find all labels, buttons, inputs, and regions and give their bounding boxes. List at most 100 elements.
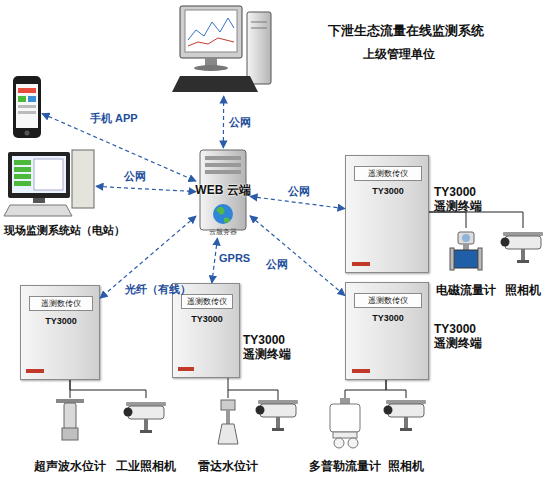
device-plate: 遥测数传仪 [29, 296, 93, 311]
signal-wire [429, 212, 466, 228]
edge-label: 公网 [266, 258, 288, 271]
app-bar [18, 88, 36, 93]
signal-wire [70, 380, 146, 398]
radar-node: 雷达水位计 [196, 398, 260, 478]
flowmeter-illustration [450, 232, 482, 270]
app-icon [18, 96, 26, 102]
station-pc: 现场监测系统站（电站） [4, 150, 96, 218]
maker-logo [178, 367, 194, 371]
edge-label: 公网 [229, 116, 251, 129]
terminal-label: TY3000 遥测终端 [243, 334, 299, 362]
unit-label: 上级管理单位 [363, 48, 473, 62]
maker-logo [352, 262, 370, 266]
sensor-label: 照相机 [492, 284, 554, 298]
radar-rod [226, 410, 230, 424]
pc-illustration [172, 6, 271, 92]
telemetry-terminal: 遥测数传仪TY3000TY3000 遥测终端 [345, 282, 429, 380]
probe-cable [340, 398, 350, 404]
doppler-illustration [330, 398, 360, 448]
network-link [223, 96, 225, 148]
screen-chart [188, 38, 234, 46]
telemetry-terminal: 遥测数传仪TY3000TY3000 遥测终端 [172, 283, 240, 378]
network-link [96, 186, 196, 191]
model-number: TY3000 [346, 313, 430, 323]
sensor-body [64, 403, 76, 429]
sensor-label: 多普勒流量计 [302, 460, 388, 474]
monitor-stand [205, 58, 217, 66]
monitor-frame [180, 6, 242, 58]
sensor-bracket [56, 399, 84, 403]
globe [213, 204, 233, 224]
sensor-probe [62, 428, 78, 440]
cloud-server: WEB 云端云服务器 [196, 148, 250, 238]
camera-node: 照相机 [384, 398, 428, 478]
phone-illustration [13, 76, 41, 138]
device-plate: 遥测数传仪 [354, 166, 422, 181]
doppler-node: 多普勒流量计 [306, 398, 384, 478]
diagram-title: 下泄生态流量在线监测系统 [328, 24, 528, 38]
model-number: TY3000 [21, 316, 101, 326]
probe-body [330, 404, 360, 432]
app-label: 手机 APP [90, 112, 162, 125]
globe-land [224, 217, 230, 222]
sensor-label: 工业照相机 [108, 460, 184, 474]
edge-label: 光纤（有线） [125, 283, 191, 296]
drive-bay [205, 170, 241, 174]
meter-flange [450, 248, 454, 270]
telemetry-terminal: 遥测数传仪 TY3000 [20, 285, 100, 380]
flowmeter-node: 电磁流量计 [438, 228, 494, 300]
network-link [100, 216, 196, 298]
model-number: TY3000 [173, 314, 241, 324]
monitor-screen [185, 10, 237, 52]
pc-tower [72, 150, 94, 208]
tower-slot [251, 28, 267, 29]
server-caption: 云服务器 [192, 228, 254, 236]
maker-logo [352, 369, 370, 373]
monitor-base [194, 65, 228, 71]
camera-node: 工业照相机 [116, 398, 176, 478]
menu-bar [14, 181, 31, 186]
mobile-phone: 手机 APP [12, 74, 42, 140]
probe-sensor [334, 438, 344, 448]
signal-wire [345, 380, 386, 398]
menu-bar [14, 167, 31, 172]
signal-wire [386, 380, 406, 398]
drive-bay [205, 156, 241, 160]
probe-sensor [348, 438, 358, 448]
sensor-label: 照相机 [372, 460, 440, 474]
app-row [18, 111, 36, 114]
menu-bar [14, 174, 31, 179]
signal-wire [70, 380, 71, 398]
menu-bar [14, 160, 31, 165]
tower-slot [251, 22, 267, 23]
signal-wire [228, 390, 278, 400]
camera-icon [124, 402, 167, 433]
radar-head [221, 400, 235, 410]
probe-base [333, 432, 357, 438]
ultrasonic-illustration [56, 399, 84, 440]
sensor-label: 电磁流量计 [432, 284, 500, 298]
network-link [250, 196, 345, 208]
meter-flange [478, 248, 482, 270]
keyboard [172, 76, 258, 92]
screen-chart [188, 18, 234, 40]
monitor-frame [8, 152, 70, 198]
meter-neck [463, 244, 469, 250]
terminal-label: TY3000 遥测终端 [434, 186, 490, 214]
network-link [212, 238, 218, 283]
telemetry-terminal: 遥测数传仪TY3000TY3000 遥测终端 [345, 155, 429, 273]
management-pc: 上级管理单位 [175, 4, 273, 96]
camera-icon [384, 400, 427, 431]
edge-label: 公网 [288, 185, 310, 198]
camera-icon [256, 400, 299, 431]
app-row [18, 105, 36, 108]
station-pc-illustration [4, 150, 94, 216]
device-plate: 遥测数传仪 [181, 294, 233, 309]
edge-label: 公网 [124, 170, 146, 183]
phone-screen [16, 84, 38, 128]
meter-display [462, 234, 470, 242]
edge-label: GPRS [219, 252, 250, 265]
drive-bay [205, 163, 241, 167]
